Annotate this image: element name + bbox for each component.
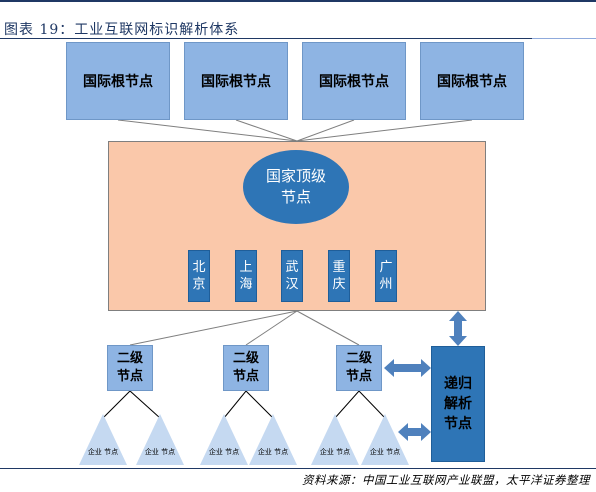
enterprise-node-label: 企业 节点 xyxy=(369,448,401,456)
enterprise-node-label: 企业 节点 xyxy=(208,448,240,456)
city-node-wuhan: 武 汉 xyxy=(281,250,303,302)
caption-rule xyxy=(0,38,532,39)
recursive-resolution-node: 递归 解析 节点 xyxy=(431,346,485,462)
city-node-guangzhou: 广 州 xyxy=(375,250,397,302)
enterprise-connector xyxy=(223,390,274,419)
secondary-node: 二级 节点 xyxy=(223,345,269,391)
root-node: 国际根节点 xyxy=(302,42,406,120)
secondary-node: 二级 节点 xyxy=(107,345,153,391)
enterprise-node-label: 企业 节点 xyxy=(87,448,119,456)
double-arrow-horizontal xyxy=(398,423,431,441)
source-rule xyxy=(0,468,596,469)
top-rule xyxy=(0,0,596,2)
secondary-node: 二级 节点 xyxy=(336,345,382,391)
root-connector xyxy=(117,119,298,142)
secondary-connector xyxy=(296,310,360,346)
root-node: 国际根节点 xyxy=(420,42,524,120)
root-connector xyxy=(296,119,355,142)
root-node: 国际根节点 xyxy=(184,42,288,120)
city-node-shanghai: 上 海 xyxy=(235,250,257,302)
enterprise-triangle xyxy=(249,414,297,465)
enterprise-triangle xyxy=(79,414,127,465)
double-arrow-horizontal xyxy=(384,359,431,377)
secondary-connector xyxy=(129,310,298,346)
enterprise-node-label: 企业 节点 xyxy=(319,448,351,456)
source-note: 资料来源：中国工业互联网产业联盟，太平洋证券整理 xyxy=(302,473,590,487)
figure-caption: 图表 19：工业互联网标识解析体系 xyxy=(4,22,240,38)
root-connector xyxy=(296,119,473,142)
city-node-chongqing: 重 庆 xyxy=(328,250,350,302)
double-arrow-vertical xyxy=(449,311,467,346)
secondary-connector xyxy=(245,310,298,346)
caption-rule-light xyxy=(532,38,596,39)
enterprise-triangle xyxy=(200,414,248,465)
enterprise-triangle xyxy=(136,414,184,465)
root-connector xyxy=(235,119,298,142)
enterprise-triangle xyxy=(361,414,409,465)
root-node: 国际根节点 xyxy=(66,42,170,120)
national-top-level-node: 国家顶级 节点 xyxy=(243,150,349,224)
city-node-beijing: 北 京 xyxy=(188,250,210,302)
enterprise-triangle xyxy=(311,414,359,465)
enterprise-connector xyxy=(334,390,386,419)
enterprise-node-label: 企业 节点 xyxy=(144,448,176,456)
enterprise-node-label: 企业 节点 xyxy=(257,448,289,456)
enterprise-connector xyxy=(102,390,161,419)
